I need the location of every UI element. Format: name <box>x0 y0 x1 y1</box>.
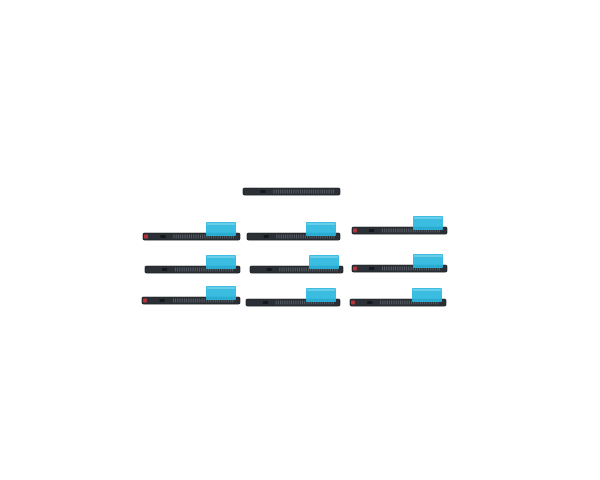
film-highlight <box>414 255 442 257</box>
protective-film <box>413 216 443 230</box>
part-red-tip <box>351 300 355 305</box>
mesh-parts-group <box>141 187 448 307</box>
film-highlight <box>413 289 441 291</box>
film-highlight <box>307 289 335 291</box>
mesh-part <box>349 288 447 307</box>
mesh-part <box>246 222 341 241</box>
film-highlight <box>207 256 235 258</box>
part-red-tip <box>353 266 357 271</box>
part-notch <box>263 235 269 238</box>
protective-film <box>306 222 336 236</box>
part-notch <box>159 299 165 302</box>
protective-film <box>413 254 443 268</box>
protective-film <box>206 255 236 269</box>
protective-film <box>309 255 339 269</box>
part-notch <box>262 301 268 304</box>
part-notch <box>369 267 375 270</box>
part-red-tip <box>143 298 147 303</box>
film-highlight <box>207 223 235 225</box>
part-red-tip <box>353 228 357 233</box>
mesh-part <box>351 254 448 273</box>
protective-film <box>206 286 236 300</box>
part-notch <box>266 268 272 271</box>
part-notch <box>162 268 168 271</box>
mesh-part <box>142 222 241 241</box>
part-notch <box>369 229 375 232</box>
mesh-part <box>144 255 241 274</box>
mesh-part <box>249 255 344 274</box>
protective-film <box>206 222 236 236</box>
mesh-part <box>351 216 448 235</box>
film-highlight <box>307 223 335 225</box>
part-notch <box>367 301 373 304</box>
protective-film <box>412 288 442 302</box>
mesh-part <box>141 286 241 305</box>
film-highlight <box>414 217 442 219</box>
protective-film <box>306 288 336 302</box>
mesh-part <box>242 187 341 196</box>
part-red-tip <box>144 234 148 239</box>
film-highlight <box>310 256 338 258</box>
part-notch <box>260 190 266 193</box>
mesh-part <box>245 288 341 307</box>
film-highlight <box>207 287 235 289</box>
part-notch <box>160 235 166 238</box>
